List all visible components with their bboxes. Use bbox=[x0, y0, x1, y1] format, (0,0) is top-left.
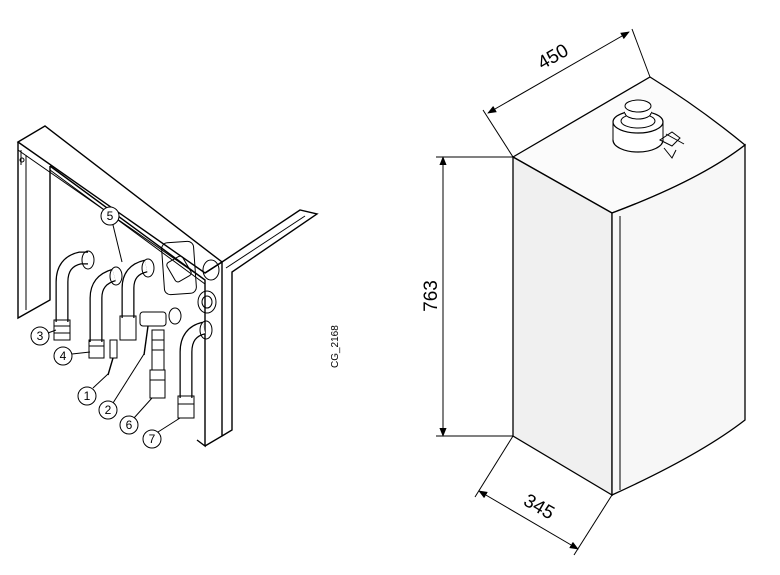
svg-text:3: 3 bbox=[37, 329, 44, 343]
flue-outlet bbox=[612, 99, 685, 159]
callout-1: 1 bbox=[77, 373, 109, 406]
callout-4: 4 bbox=[53, 346, 91, 366]
callout-7: 7 bbox=[142, 417, 181, 449]
dimension-height: 763 bbox=[421, 156, 513, 437]
dimension-depth-label: 345 bbox=[520, 490, 558, 524]
dimension-width-label: 450 bbox=[534, 40, 572, 74]
svg-text:2: 2 bbox=[105, 403, 112, 417]
svg-text:6: 6 bbox=[126, 418, 133, 432]
boiler-underside-detail bbox=[16, 125, 319, 448]
svg-text:7: 7 bbox=[149, 432, 156, 446]
svg-text:1: 1 bbox=[84, 389, 91, 403]
callout-5: 5 bbox=[100, 206, 123, 263]
callout-3: 3 bbox=[30, 326, 57, 346]
callout-2: 2 bbox=[98, 353, 145, 420]
svg-text:5: 5 bbox=[107, 209, 114, 223]
callout-6: 6 bbox=[119, 397, 153, 435]
figure-reference: CG_2168 bbox=[330, 325, 341, 368]
dimension-height-label: 763 bbox=[421, 280, 442, 312]
boiler-casing bbox=[511, 76, 747, 497]
svg-text:4: 4 bbox=[60, 349, 67, 363]
